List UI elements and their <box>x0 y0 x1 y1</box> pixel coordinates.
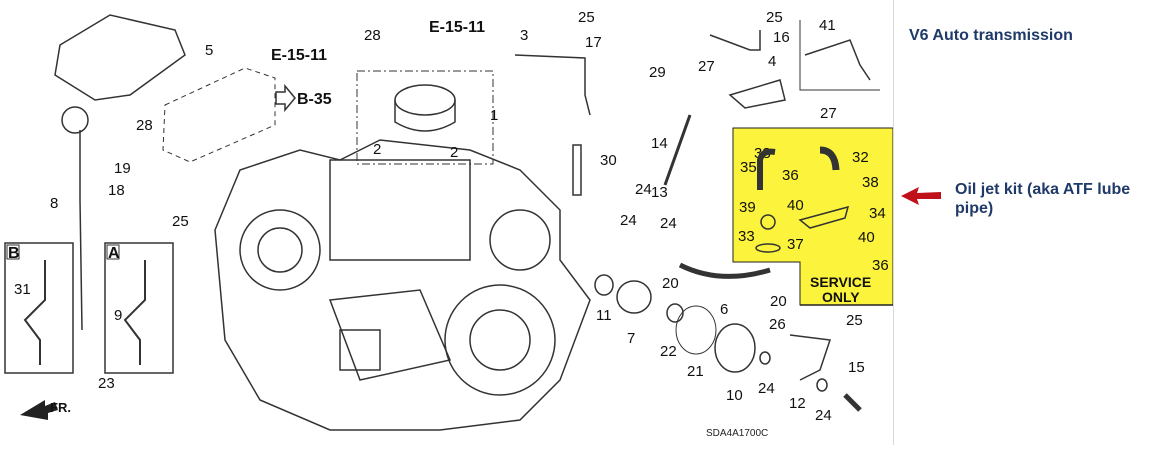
reference-b35: B-35 <box>297 91 332 108</box>
part-label: 32 <box>852 149 869 166</box>
annotation-panel: V6 Auto transmission Oil jet kit (aka AT… <box>894 0 1172 445</box>
part-label: 26 <box>769 316 786 333</box>
service-only-label-2: ONLY <box>822 289 860 305</box>
part-label: 19 <box>114 160 131 177</box>
inset-label-b: B <box>8 245 20 262</box>
part-label: 28 <box>364 27 381 44</box>
part-label: 28 <box>136 117 153 134</box>
part-label: 41 <box>819 17 836 34</box>
part-label: 25 <box>172 213 189 230</box>
part-label: 6 <box>720 301 728 318</box>
part-label: 40 <box>787 197 804 214</box>
part-label: 24 <box>635 181 652 198</box>
inset-label-a: A <box>108 245 120 262</box>
reference-e15-11-b: E-15-11 <box>429 19 485 36</box>
part-label: 3 <box>520 27 528 44</box>
part-label: 40 <box>858 229 875 246</box>
reference-arrow-b35 <box>275 83 296 113</box>
service-only-label: SERVICE <box>810 274 871 290</box>
part-label: 17 <box>585 34 602 51</box>
parts-diagram: B A FR. E-15-11 E-15-11 B-35 SERVICE ONL… <box>4 9 894 439</box>
part-label: 12 <box>789 395 806 412</box>
part-label: 23 <box>98 375 115 392</box>
part-label: 31 <box>14 281 31 298</box>
part-label: 7 <box>627 330 635 347</box>
atf-filter-1 <box>394 84 456 116</box>
part-label: 10 <box>726 387 743 404</box>
red-left-arrow-icon <box>901 187 941 205</box>
part-label: 13 <box>651 184 668 201</box>
part-label: 38 <box>862 174 879 191</box>
part-label: 15 <box>848 359 865 376</box>
part-label: 5 <box>205 42 213 59</box>
part-label: 37 <box>787 236 804 253</box>
part-label: 2 <box>373 141 381 158</box>
panel-divider <box>893 0 894 445</box>
part-label: 8 <box>50 195 58 212</box>
part-label: 39 <box>739 199 756 216</box>
part-label: 25 <box>846 312 863 329</box>
part-label: 1 <box>490 107 498 124</box>
dipstick-8 <box>61 106 89 331</box>
part-label: 21 <box>687 363 704 380</box>
part-label: 24 <box>620 212 637 229</box>
panel-title: V6 Auto transmission <box>909 27 1073 44</box>
front-direction-arrow <box>20 400 58 420</box>
part-label: 25 <box>766 9 783 26</box>
part-label: 9 <box>114 307 122 324</box>
diagram-code: SDA4A1700C <box>706 428 768 439</box>
part-label: 25 <box>578 9 595 26</box>
transmission-case <box>214 139 591 431</box>
part-label: 24 <box>660 215 677 232</box>
part-label: 20 <box>770 293 787 310</box>
part-label: 36 <box>782 167 799 184</box>
front-label: FR. <box>50 400 71 415</box>
part-label: 2 <box>450 144 458 161</box>
part-label: 36 <box>872 257 889 274</box>
part-label: 35 <box>740 159 757 176</box>
oil-jet-kit-annotation: Oil jet kit (aka ATF lube pipe) <box>955 181 1131 217</box>
part-label: 11 <box>596 307 612 324</box>
part-label: 27 <box>698 58 715 75</box>
part-label: 27 <box>820 105 837 122</box>
part-label: 20 <box>662 275 679 292</box>
bracket-5 <box>54 14 186 101</box>
part-label: 14 <box>651 135 668 152</box>
part-label: 30 <box>600 152 617 169</box>
reference-e15-11-a: E-15-11 <box>271 47 327 64</box>
part-label: 16 <box>773 29 790 46</box>
part-label: 24 <box>758 380 775 397</box>
part-label: 18 <box>108 182 125 199</box>
part-label: 22 <box>660 343 677 360</box>
part-label: 24 <box>815 407 832 424</box>
part-label: 4 <box>768 53 776 70</box>
part-label: 33 <box>738 228 755 245</box>
part-label: 34 <box>869 205 886 222</box>
part-label: 29 <box>649 64 666 81</box>
